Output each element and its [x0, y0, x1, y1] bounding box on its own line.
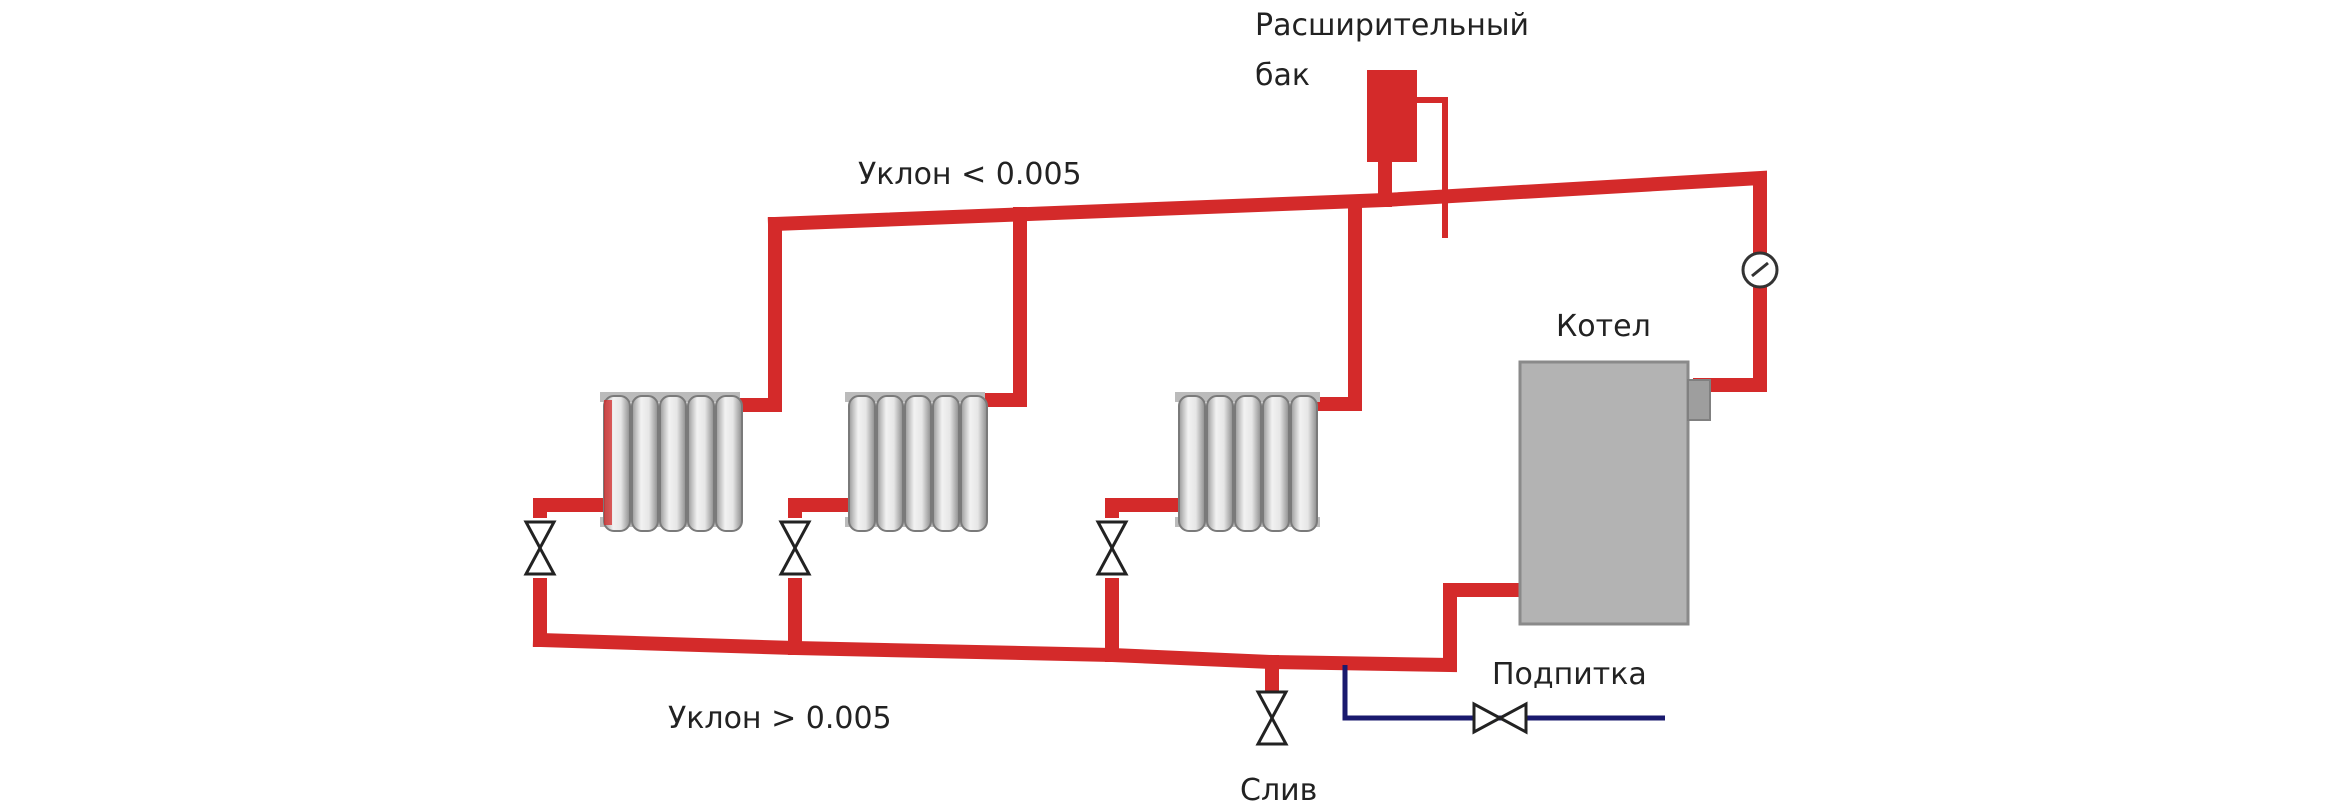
- boiler-label: Котел: [1556, 309, 1651, 344]
- valve-icon: [1255, 690, 1289, 746]
- return-stub-3-pipe: [1105, 498, 1192, 662]
- valve-icon: [778, 518, 812, 578]
- riser-3-pipe: [1313, 197, 1362, 411]
- pressure-gauge-icon: [1741, 251, 1779, 289]
- return-stub-1-pipe: [533, 498, 617, 647]
- drain-label: Слив: [1240, 773, 1318, 808]
- riser-1-pipe: [733, 217, 782, 412]
- valve-icon: [523, 518, 557, 578]
- expansion-tank-label-line2: бак: [1255, 58, 1311, 93]
- expansion-tank: [1367, 70, 1417, 162]
- makeup-pipe: [1342, 665, 1665, 721]
- boiler: [1518, 360, 1711, 626]
- expansion-tank-label-line1: Расширительный: [1255, 8, 1530, 43]
- return-pipes: [532, 498, 1527, 697]
- valve-icon: [1472, 701, 1528, 735]
- supply-pipes: [733, 143, 1767, 412]
- return-main-pipe: [532, 583, 1527, 673]
- supply-main-pipe: [767, 170, 1767, 392]
- tank-overflow-pipe: [1410, 97, 1448, 238]
- slope-top-label: Уклон < 0.005: [858, 157, 1082, 192]
- return-stub-2-pipe: [788, 498, 862, 655]
- radiator-3: [1175, 392, 1320, 532]
- radiator-2: [845, 392, 988, 532]
- valve-icon: [1095, 518, 1129, 578]
- radiator-1: [600, 392, 743, 532]
- boiler-flue: [1687, 379, 1711, 421]
- riser-2-pipe: [978, 207, 1027, 407]
- slope-bottom-label: Уклон > 0.005: [668, 701, 892, 736]
- makeup-label: Подпитка: [1492, 657, 1647, 692]
